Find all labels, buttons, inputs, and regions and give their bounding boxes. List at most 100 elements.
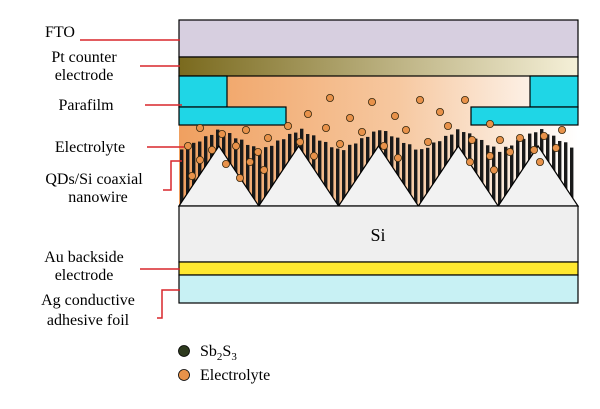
electrolyte-dots xyxy=(183,94,567,182)
electrolyte-dot xyxy=(253,147,262,156)
nanowire xyxy=(396,137,400,206)
nanowire xyxy=(258,151,262,206)
nanowire xyxy=(510,145,514,206)
nanowire xyxy=(408,144,412,206)
nanowire xyxy=(414,149,418,206)
nanowire xyxy=(324,141,328,206)
electrolyte-dot xyxy=(465,157,474,166)
electrolyte-dot xyxy=(321,124,330,133)
electrolyte-dot xyxy=(183,141,192,150)
electrolyte-label: Electrolyte xyxy=(55,139,125,156)
nanowire xyxy=(198,141,202,206)
ag-leader-line xyxy=(157,289,180,319)
electrolyte-dot xyxy=(309,151,318,160)
electrolyte-dot xyxy=(303,110,312,119)
electrolyte-dot xyxy=(558,126,567,135)
legend-sb2s3-label: Sb2S3 xyxy=(200,343,237,363)
ag-conductive-foil-layer xyxy=(178,274,579,304)
nanowire xyxy=(480,139,484,206)
parafilm-layer xyxy=(178,75,579,126)
electrolyte-dot xyxy=(489,165,498,174)
nanowire xyxy=(564,142,568,206)
electrolyte-dot xyxy=(485,120,494,129)
pt-label-line2: electrode xyxy=(55,67,114,84)
si-label: Si xyxy=(370,225,385,245)
nanowire xyxy=(486,145,490,206)
electrolyte-dot xyxy=(207,145,216,154)
electrolyte-dot xyxy=(263,133,272,142)
electrolyte-dot xyxy=(235,173,244,182)
electrolyte-dot xyxy=(505,147,514,156)
nanowire xyxy=(336,148,340,206)
nanowire xyxy=(558,140,562,206)
nanowire xyxy=(276,140,280,206)
electrolyte-dot xyxy=(435,108,444,117)
nanowire xyxy=(432,142,436,206)
electrolyte-dot xyxy=(540,131,549,140)
electrolyte-dot xyxy=(552,143,561,152)
electrolyte-dot xyxy=(221,159,230,168)
pt-counter-electrode-layer xyxy=(178,56,579,77)
electrolyte-dot xyxy=(367,98,376,107)
nanowire xyxy=(402,142,406,206)
nanowire xyxy=(420,149,424,206)
legend-electrolyte-label: Electrolyte xyxy=(200,367,270,384)
electrolyte-dot xyxy=(241,126,250,135)
electrolyte-dot xyxy=(443,122,452,131)
au-label-line1: Au backside xyxy=(44,249,124,266)
pt-label-line1: Pt counter xyxy=(51,49,117,66)
qds-leader-line xyxy=(163,160,182,191)
nanowire xyxy=(318,140,322,206)
nanowire xyxy=(180,149,184,206)
electrolyte-dot xyxy=(325,94,334,103)
electrolyte-dot xyxy=(415,96,424,105)
nanowire xyxy=(516,140,520,206)
electrolyte-dot xyxy=(283,122,292,131)
si-substrate-layer xyxy=(178,205,579,263)
nanowire xyxy=(492,146,496,206)
parafilm-block-right-lower xyxy=(470,106,579,126)
nanowire xyxy=(270,145,274,206)
electrolyte-dot xyxy=(245,157,254,166)
electrolyte-dot xyxy=(295,137,304,146)
electrolyte-dot xyxy=(195,124,204,133)
electrolyte-dot xyxy=(259,165,268,174)
ag-label-line2: adhesive foil xyxy=(47,312,130,329)
electrolyte-dot xyxy=(335,139,344,148)
nanowire xyxy=(246,144,250,206)
electrolyte-dot xyxy=(495,135,504,144)
electrolyte-dot xyxy=(516,133,525,142)
nanowire xyxy=(348,144,352,206)
nanowire xyxy=(570,147,574,206)
parafilm-label: Parafilm xyxy=(58,97,114,114)
legend-sb2s3-marker xyxy=(178,345,190,357)
nanowire xyxy=(240,139,244,206)
electrolyte-dot xyxy=(217,129,226,138)
legend-electrolyte-marker xyxy=(178,369,190,381)
au-backside-electrode-layer xyxy=(178,261,579,276)
fto-label: FTO xyxy=(45,24,75,41)
electrolyte-dot xyxy=(357,127,366,136)
electrolyte-dot xyxy=(467,135,476,144)
nanowire xyxy=(426,147,430,206)
leader-lines xyxy=(80,39,184,319)
electrolyte-dot xyxy=(379,141,388,150)
electrolyte-dot xyxy=(390,112,399,121)
parafilm-block-right-upper xyxy=(529,75,579,108)
fto-layer xyxy=(178,19,579,58)
ag-label-line1: Ag conductive xyxy=(41,292,135,309)
electrolyte-dot xyxy=(530,145,539,154)
nanowire xyxy=(252,146,256,206)
electrolyte-dot xyxy=(195,155,204,164)
parafilm-block-left-upper xyxy=(178,75,228,108)
nanowire xyxy=(504,146,508,206)
electrolyte-dot xyxy=(187,171,196,180)
electrolyte-dot xyxy=(345,114,354,123)
nanowire xyxy=(330,147,334,206)
legend: Sb2S3 Electrolyte xyxy=(178,343,270,384)
qds-label-line1: QDs/Si coaxial xyxy=(45,171,143,188)
electrolyte-dot xyxy=(393,153,402,162)
si-pyramid-texture xyxy=(177,144,580,207)
nanowire xyxy=(264,147,268,206)
